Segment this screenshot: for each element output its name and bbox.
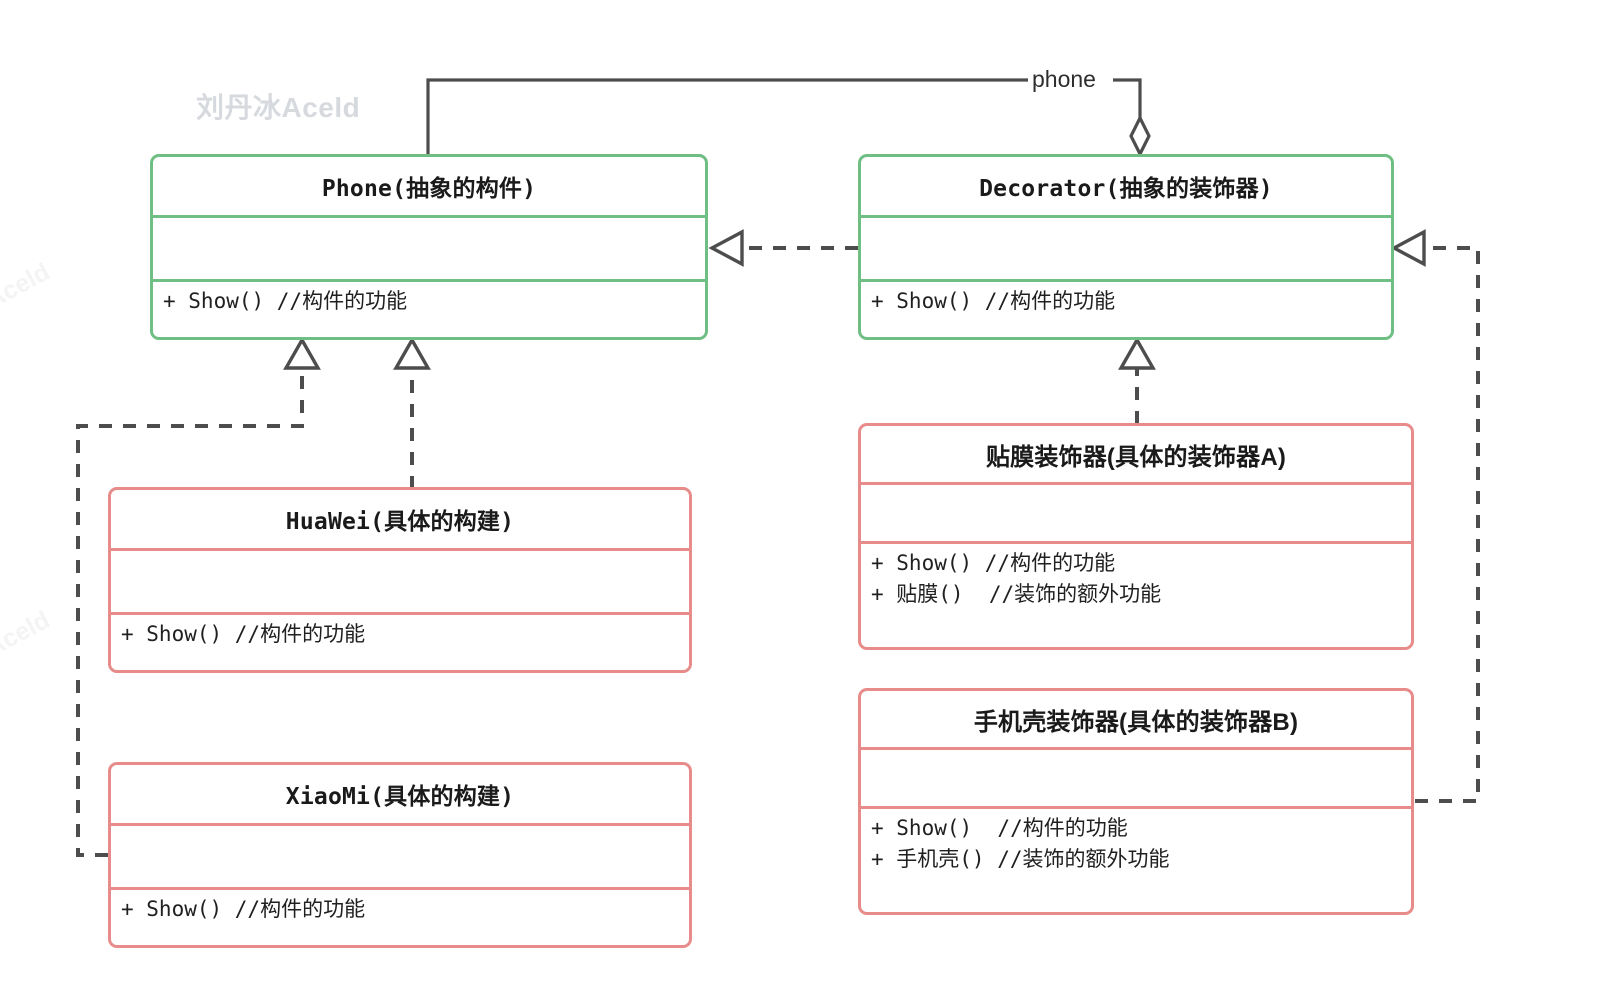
class-attributes-decorator-b <box>861 747 1411 806</box>
class-box-decorator-b[interactable]: 手机壳装饰器(具体的装饰器B) + Show() //构件的功能 + 手机壳()… <box>858 688 1414 915</box>
realization-triangle-icon <box>708 229 744 267</box>
class-title-decorator: Decorator(抽象的装饰器) <box>979 176 1273 202</box>
watermark-author: 刘丹冰Aceld <box>196 92 361 123</box>
class-method-row: + Show() //构件的功能 <box>163 289 408 313</box>
class-box-xiaomi[interactable]: XiaoMi(具体的构建) + Show() //构件的功能 <box>108 762 692 948</box>
watermark-edge-bottom: Aceld <box>0 605 55 663</box>
class-methods-xiaomi: + Show() //构件的功能 <box>111 887 689 945</box>
class-title-decorator-a: 贴膜装饰器(具体的装饰器A) <box>985 443 1287 471</box>
class-method-row: + Show() //构件的功能 <box>121 622 366 646</box>
class-attributes-xiaomi <box>111 823 689 887</box>
realization-triangle-icon <box>393 336 431 370</box>
class-method-row: + Show() //构件的功能 <box>871 816 1128 840</box>
class-method-row: + Show() //构件的功能 <box>121 897 366 921</box>
class-attributes-phone <box>153 215 705 279</box>
edge-realization-decorator-phone <box>708 229 858 267</box>
class-title-phone: Phone(抽象的构件) <box>321 176 537 202</box>
class-box-huawei[interactable]: HuaWei(具体的构建) + Show() //构件的功能 <box>108 487 692 673</box>
class-method-row: + 手机壳() //装饰的额外功能 <box>871 847 1170 872</box>
edge-realization-huawei-phone <box>393 336 431 489</box>
class-methods-decorator-a: + Show() //构件的功能 + 贴膜() //装饰的额外功能 <box>861 541 1411 641</box>
realization-triangle-icon <box>1390 229 1426 267</box>
watermark-edge-top: Aceld <box>0 257 55 315</box>
class-methods-phone: + Show() //构件的功能 <box>153 279 705 337</box>
class-method-row: + 贴膜() //装饰的额外功能 <box>871 582 1162 607</box>
class-attributes-huawei <box>111 548 689 612</box>
class-methods-decorator-b: + Show() //构件的功能 + 手机壳() //装饰的额外功能 <box>861 806 1411 906</box>
class-title-decorator-b: 手机壳装饰器(具体的装饰器B) <box>973 708 1299 736</box>
edge-realization-decoratora-decorator <box>1118 336 1156 424</box>
edge-label-phone: phone <box>1028 66 1100 93</box>
realization-triangle-icon <box>1118 336 1156 370</box>
class-title-xiaomi: XiaoMi(具体的构建) <box>285 784 515 810</box>
realization-triangle-icon <box>283 336 321 370</box>
class-methods-huawei: + Show() //构件的功能 <box>111 612 689 670</box>
class-method-row: + Show() //构件的功能 <box>871 289 1116 313</box>
class-box-decorator[interactable]: Decorator(抽象的装饰器) + Show() //构件的功能 <box>858 154 1394 340</box>
class-method-row: + Show() //构件的功能 <box>871 551 1116 575</box>
class-box-decorator-a[interactable]: 贴膜装饰器(具体的装饰器A) + Show() //构件的功能 + 贴膜() /… <box>858 423 1414 650</box>
aggregation-diamond-icon <box>1129 114 1151 158</box>
class-attributes-decorator <box>861 215 1391 279</box>
class-title-huawei: HuaWei(具体的构建) <box>285 509 515 535</box>
class-box-phone[interactable]: Phone(抽象的构件) + Show() //构件的功能 <box>150 154 708 340</box>
class-methods-decorator: + Show() //构件的功能 <box>861 279 1391 337</box>
class-attributes-decorator-a <box>861 482 1411 541</box>
